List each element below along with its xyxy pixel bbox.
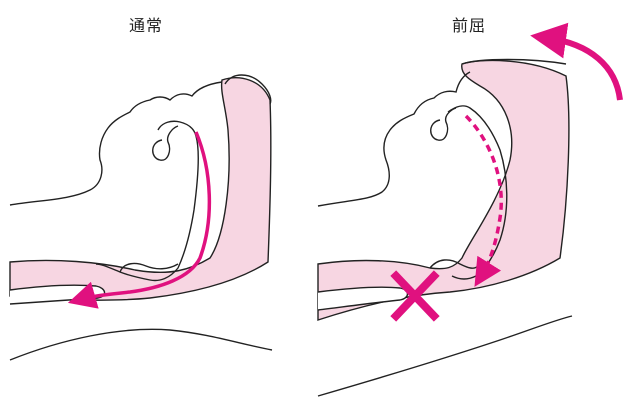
panel-normal bbox=[10, 75, 272, 360]
trachea-left bbox=[10, 285, 105, 304]
body-outline-left bbox=[10, 329, 272, 360]
neck-tissue-right bbox=[318, 60, 569, 320]
body-outline-right bbox=[318, 316, 572, 396]
nasal-palate-left bbox=[96, 121, 198, 280]
neck-tissue-left bbox=[10, 78, 271, 300]
face-profile-right bbox=[318, 72, 470, 206]
panel-flexion bbox=[318, 38, 620, 396]
tongue-right bbox=[431, 108, 456, 140]
face-profile-left bbox=[10, 82, 222, 205]
tongue-left bbox=[153, 126, 178, 160]
